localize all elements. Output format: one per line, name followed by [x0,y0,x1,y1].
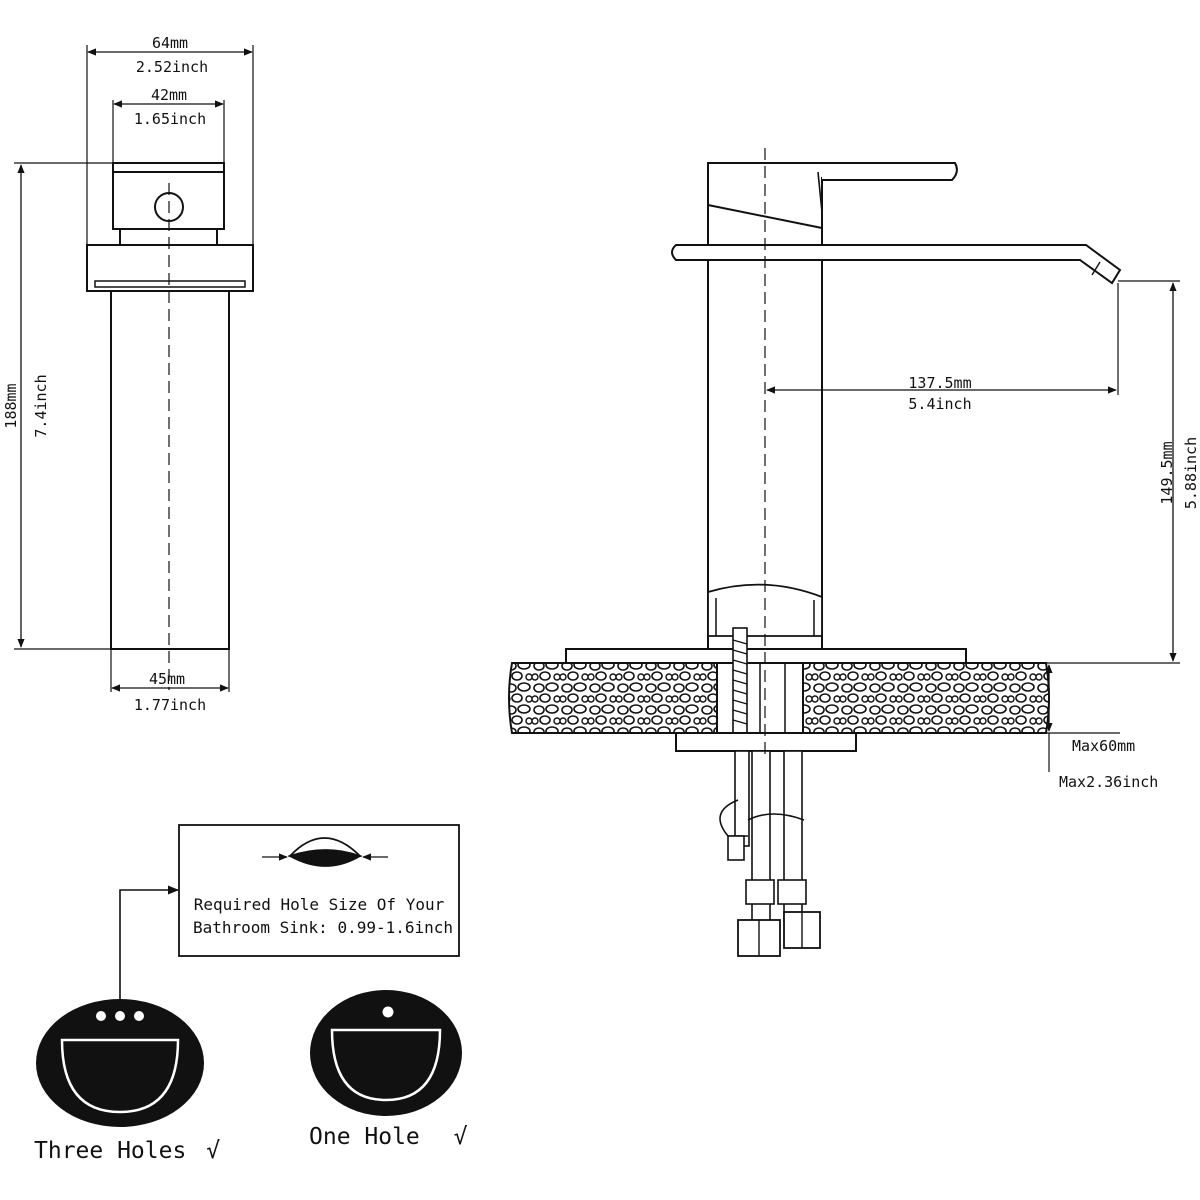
hole-note-line2: Bathroom Sink: 0.99-1.6inch [193,918,453,937]
three-holes-check: √ [206,1138,220,1164]
base-width-mm: 45mm [149,670,185,688]
three-hole-sink-icon [36,999,204,1127]
top-width-mm: 64mm [152,34,188,52]
spout-height-in: 5.88inch [1182,437,1200,509]
top-width-in: 2.52inch [136,58,208,76]
hole-size-callout [119,824,460,1018]
spout-reach-in: 5.4inch [908,395,971,413]
one-hole-sink-icon [310,990,462,1116]
height-mm: 188mm [2,383,20,428]
one-hole-text: One Hole [309,1124,420,1150]
three-holes-label: Three Holes √ [34,1138,220,1164]
deck-max-in: Max2.36inch [1059,773,1158,791]
one-hole-label: One Hole √ [309,1124,468,1150]
spout-reach-mm: 137.5mm [908,374,971,392]
deck-max-mm: Max60mm [1072,737,1135,755]
handle-width-mm: 42mm [151,86,187,104]
height-in: 7.4inch [32,374,50,437]
front-view [14,45,254,692]
one-hole-check: √ [454,1124,468,1150]
spout-height-mm: 149.5mm [1158,441,1176,504]
side-view [508,148,1180,957]
hole-note-line1: Required Hole Size Of Your [194,895,445,914]
three-holes-text: Three Holes [34,1138,186,1164]
handle-width-in: 1.65inch [134,110,206,128]
base-width-in: 1.77inch [134,696,206,714]
